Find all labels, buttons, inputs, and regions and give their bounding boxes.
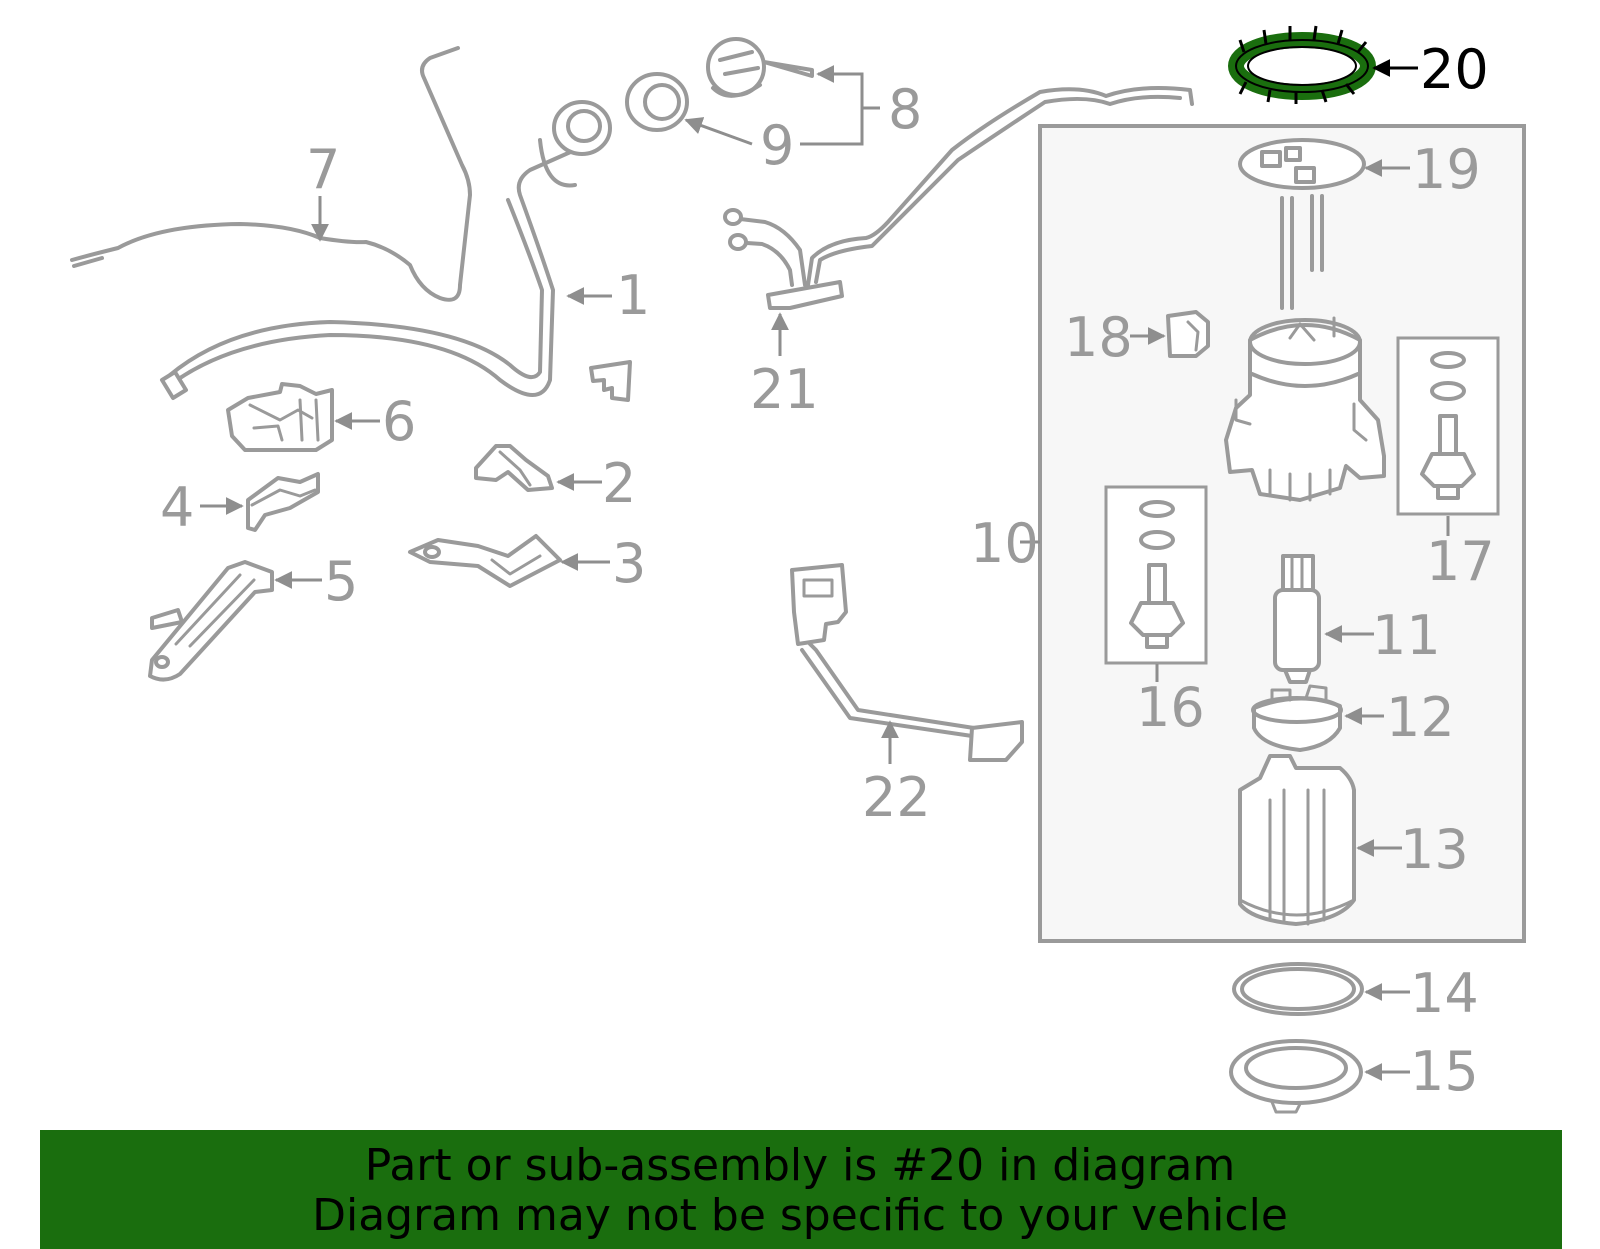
callout-4: 4	[160, 476, 194, 539]
part-11-fuel-pump[interactable]	[1273, 554, 1321, 684]
callout-22: 22	[862, 766, 931, 829]
part-14-gasket[interactable]	[1232, 962, 1364, 1016]
info-banner	[40, 1130, 1562, 1249]
part-16-valve[interactable]	[1129, 500, 1185, 649]
part-17-valve[interactable]	[1420, 351, 1476, 500]
callout-6: 6	[382, 390, 416, 453]
callout-8: 8	[888, 78, 922, 141]
callout-13: 13	[1400, 818, 1469, 881]
callout-18: 18	[1064, 306, 1133, 369]
part-7-vent-tube[interactable]	[70, 46, 472, 302]
callout-21: 21	[750, 358, 819, 421]
callout-12: 12	[1386, 686, 1455, 749]
callout-19: 19	[1412, 138, 1481, 201]
part-9-grommet[interactable]	[625, 72, 689, 132]
part-2-bracket[interactable]	[474, 444, 554, 492]
part-3-bracket[interactable]	[408, 534, 562, 588]
part-4-clip[interactable]	[246, 472, 320, 532]
banner-line-2: Diagram may not be specific to your vehi…	[312, 1190, 1288, 1241]
part-18-clip[interactable]	[1166, 310, 1210, 358]
callout-1: 1	[616, 264, 650, 327]
callout-14: 14	[1410, 962, 1479, 1025]
callout-16: 16	[1136, 676, 1205, 739]
part-15-ring[interactable]	[1229, 1039, 1363, 1114]
callout-7: 7	[306, 138, 340, 201]
pump-module[interactable]	[1224, 316, 1386, 502]
callout-17: 17	[1426, 530, 1495, 593]
small-bracket	[589, 360, 632, 402]
part-20-lock-ring[interactable]	[1228, 25, 1376, 104]
part-8-fuel-cap[interactable]	[706, 37, 814, 98]
part-1-filler-neck[interactable]	[160, 100, 612, 400]
callout-9: 9	[760, 114, 794, 177]
part-6-clip[interactable]	[226, 382, 334, 452]
callout-15: 15	[1410, 1040, 1479, 1103]
callout-3: 3	[612, 532, 646, 595]
callout-5: 5	[324, 550, 358, 613]
part-22-harness[interactable]	[790, 563, 1024, 762]
leader-lines	[200, 59, 1450, 1081]
part-5-bracket[interactable]	[148, 560, 274, 682]
callout-11: 11	[1372, 604, 1441, 667]
banner-line-1: Part or sub-assembly is #20 in diagram	[365, 1140, 1235, 1191]
part-19-flange[interactable]	[1238, 138, 1366, 310]
part-21-fuel-lines[interactable]	[723, 86, 1194, 310]
callout-20: 20	[1420, 38, 1489, 101]
part-12-retainer[interactable]	[1251, 684, 1343, 752]
part-13-housing[interactable]	[1238, 754, 1356, 926]
callout-2: 2	[602, 452, 636, 515]
callout-10: 10	[970, 512, 1039, 575]
